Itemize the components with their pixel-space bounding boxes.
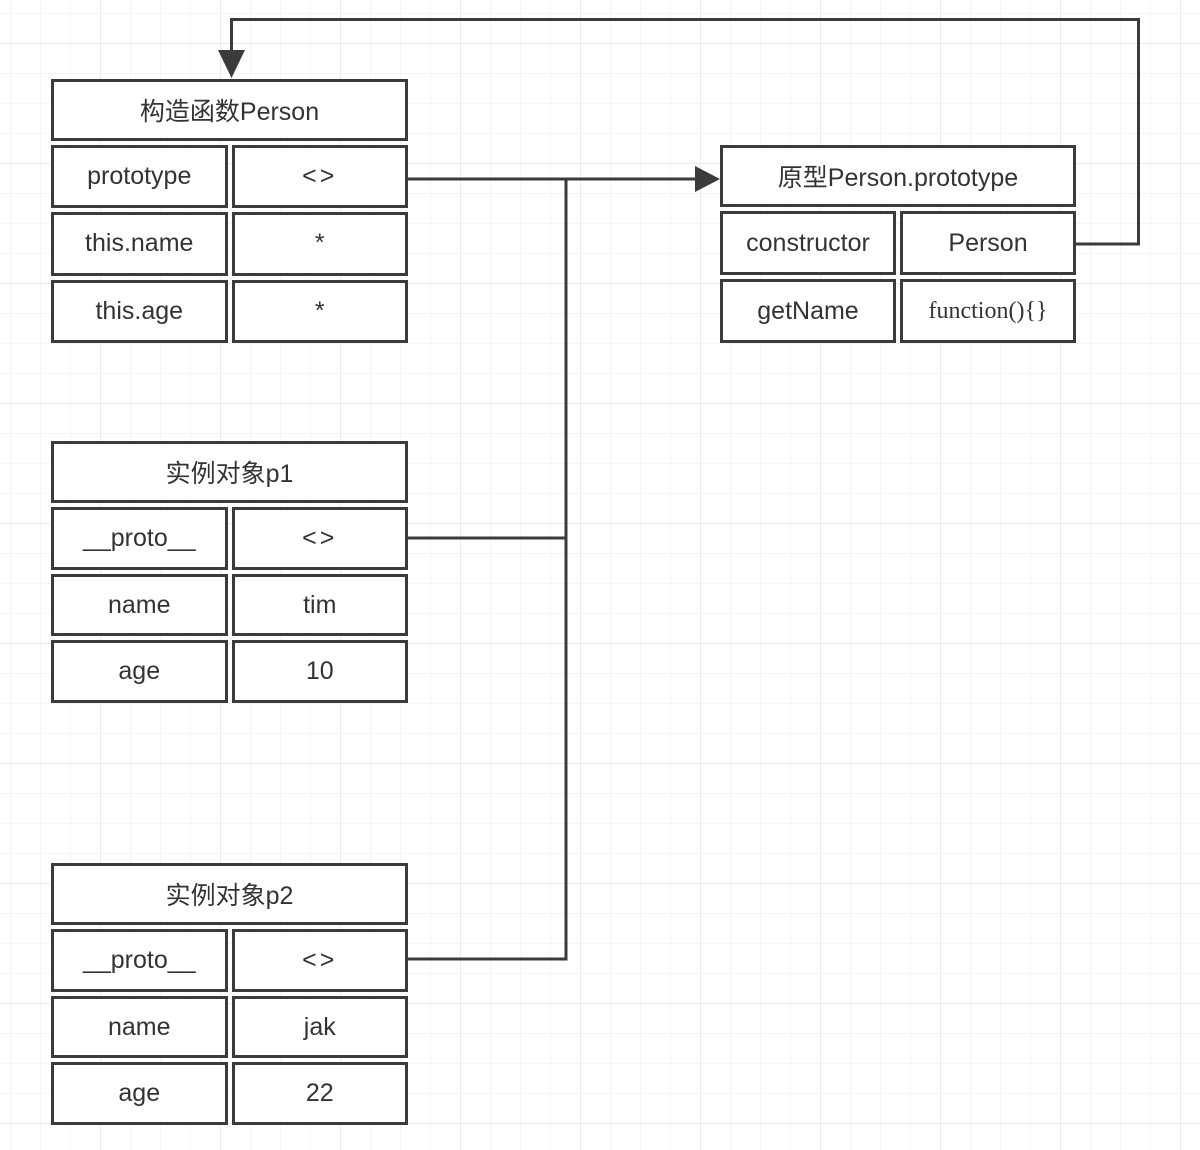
- prototype-object-box: 原型Person.prototype constructor Person ge…: [720, 145, 1076, 343]
- cell-label-getname: getName: [720, 279, 896, 343]
- table-row: age 10: [51, 640, 408, 704]
- cell-value-p1-proto: <>: [231, 507, 408, 570]
- cell-label-p2-proto: __proto__: [51, 929, 228, 992]
- table-row: __proto__ <>: [51, 507, 408, 570]
- cell-value-prototype: <>: [231, 145, 408, 209]
- constructor-person-title: 构造函数Person: [51, 79, 408, 141]
- table-row: __proto__ <>: [51, 929, 408, 992]
- cell-label-prototype: prototype: [51, 145, 228, 209]
- instance-p2-title: 实例对象p2: [51, 863, 408, 925]
- cell-label-p2-age: age: [51, 1062, 228, 1126]
- cell-label-this-name: this.name: [51, 212, 228, 276]
- prototype-object-title: 原型Person.prototype: [720, 145, 1076, 207]
- instance-p1-box: 实例对象p1 __proto__ <> name tim age 10: [51, 441, 408, 704]
- cell-label-p1-proto: __proto__: [51, 507, 228, 570]
- instance-p1-title: 实例对象p1: [51, 441, 408, 503]
- table-row: age 22: [51, 1062, 408, 1126]
- cell-label-this-age: this.age: [51, 279, 228, 343]
- arrowhead-constructor-down-icon: [218, 50, 245, 78]
- table-row: name tim: [51, 573, 408, 637]
- table-row: getName function(){}: [720, 279, 1076, 343]
- constructor-person-box: 构造函数Person prototype <> this.name * this…: [51, 79, 408, 343]
- arrowhead-prototype-right-icon: [695, 166, 720, 192]
- table-row: name jak: [51, 995, 408, 1059]
- cell-value-p1-name: tim: [231, 573, 408, 637]
- table-row: constructor Person: [720, 211, 1076, 275]
- cell-label-constructor: constructor: [720, 211, 896, 275]
- instance-p2-box: 实例对象p2 __proto__ <> name jak age 22: [51, 863, 408, 1126]
- cell-value-p2-name: jak: [231, 995, 408, 1059]
- cell-value-p2-age: 22: [231, 1062, 408, 1126]
- cell-label-p2-name: name: [51, 995, 228, 1059]
- cell-value-constructor: Person: [900, 211, 1076, 275]
- table-row: prototype <>: [51, 145, 408, 209]
- cell-value-p1-age: 10: [231, 640, 408, 704]
- cell-label-p1-age: age: [51, 640, 228, 704]
- cell-value-this-name: *: [231, 212, 408, 276]
- table-row: this.age *: [51, 279, 408, 343]
- cell-value-p2-proto: <>: [231, 929, 408, 992]
- table-row: this.name *: [51, 212, 408, 276]
- cell-value-getname: function(){}: [900, 279, 1076, 343]
- cell-value-this-age: *: [231, 279, 408, 343]
- cell-label-p1-name: name: [51, 573, 228, 637]
